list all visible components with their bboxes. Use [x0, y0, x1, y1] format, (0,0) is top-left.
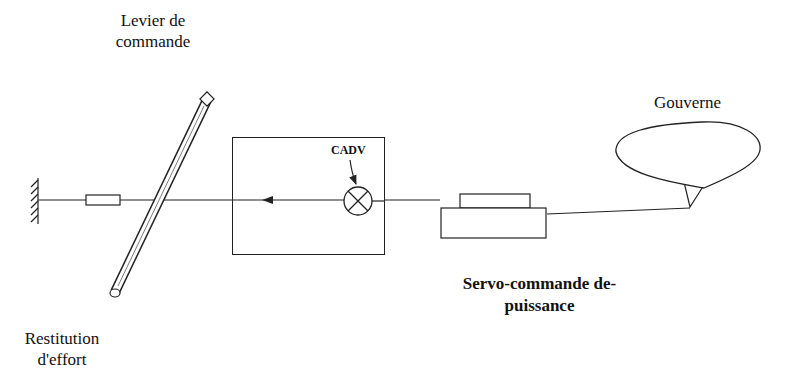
cadv-box: CADV — [232, 137, 385, 255]
component-label: CADV — [331, 143, 366, 158]
force-feedback-spring — [86, 195, 120, 205]
feedback-link — [38, 199, 345, 200]
component-label: Servo-commande de-puissance — [452, 273, 627, 317]
control-lever — [110, 92, 214, 297]
link-arrowhead — [262, 196, 273, 204]
part-label: Restitution d'effort — [4, 328, 120, 370]
part-label: Levier de commande — [92, 10, 214, 52]
servo-actuator-outline — [440, 193, 547, 239]
link-line — [385, 199, 440, 200]
control-surface: Gouverne — [612, 118, 764, 208]
control-surface-outline — [612, 118, 764, 208]
wall-anchor — [31, 178, 38, 224]
servo-actuator: Servo-commande de-puissance — [440, 193, 547, 239]
component-label: Gouverne — [654, 93, 721, 113]
link-line — [547, 208, 690, 214]
